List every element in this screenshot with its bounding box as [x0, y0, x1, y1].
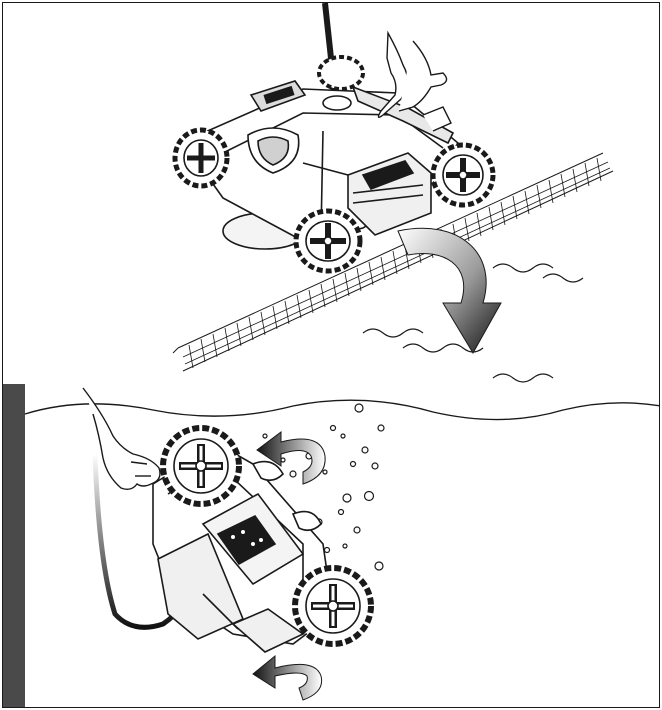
- step-illustration-submerged: [2, 384, 660, 708]
- wheel-front-left: [296, 211, 360, 271]
- wheel-top: [163, 428, 239, 504]
- wheel-front-right: [433, 145, 493, 205]
- lowering-drawing: [3, 3, 660, 384]
- water-surface: [25, 400, 660, 419]
- submerged-drawing: [3, 384, 660, 708]
- wheel-rear-right: [319, 57, 363, 89]
- wheel-rear-left: [175, 130, 227, 186]
- curved-down-arrow-icon: [398, 228, 501, 353]
- wheel-bottom: [295, 568, 371, 644]
- rotate-arrow-icon: [253, 656, 322, 700]
- step-illustration-lowering: [2, 2, 660, 384]
